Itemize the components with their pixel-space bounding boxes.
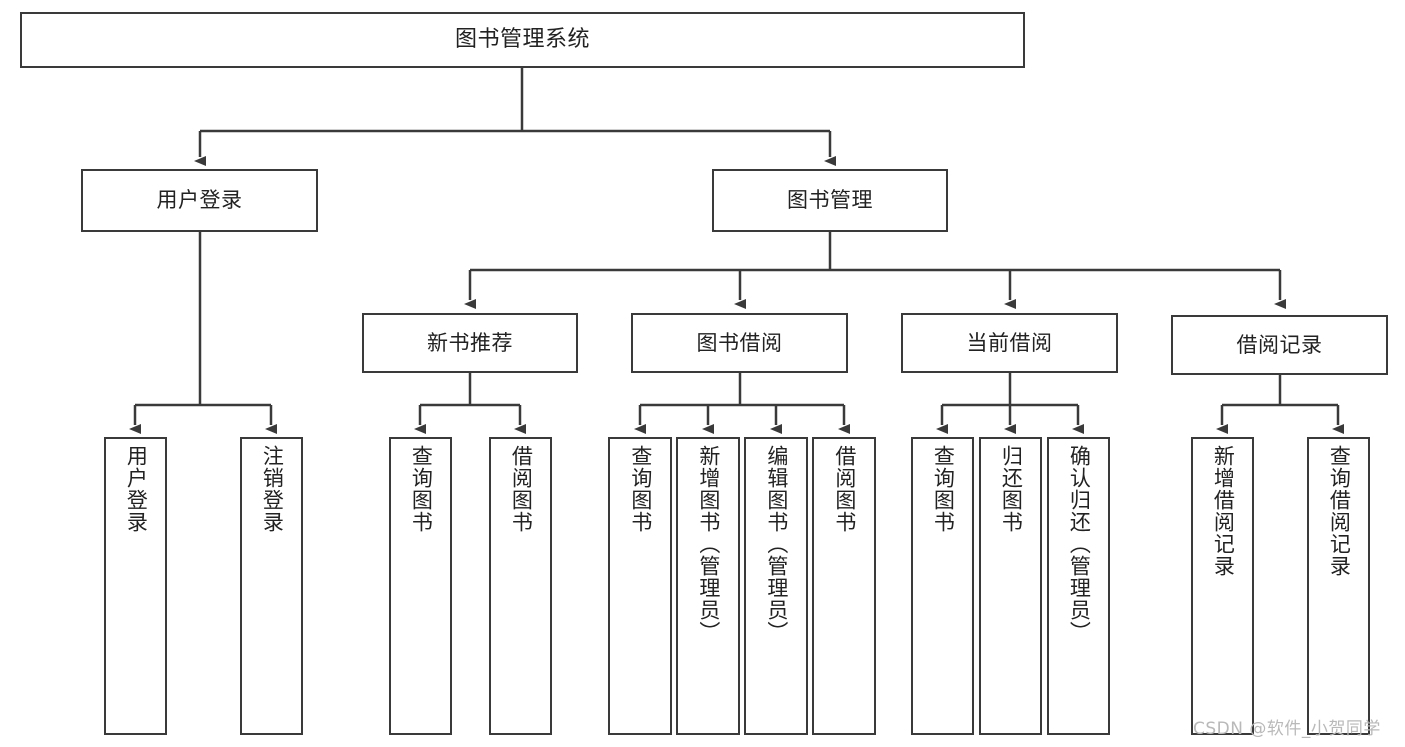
leaf-add-book[interactable]: 新增图书（管理员） [676,437,740,735]
leaf-edit-book-label: 编辑图书（管理员） [764,445,789,643]
leaf-query-book-recommend-label: 查询图书 [409,445,434,533]
leaf-add-borrow-record-label: 新增借阅记录 [1211,445,1236,577]
leaf-user-login-label: 用户登录 [124,445,149,533]
leaf-confirm-return[interactable]: 确认归还（管理员） [1047,437,1110,735]
node-new-book-recommend[interactable]: 新书推荐 [362,313,578,373]
node-book-manage[interactable]: 图书管理 [712,169,948,232]
leaf-logout[interactable]: 注销登录 [240,437,303,735]
leaf-query-book-borrow[interactable]: 查询图书 [608,437,672,735]
leaf-return-book-label: 归还图书 [999,445,1024,533]
csdn-watermark: CSDN @软件_小贺同学 [1193,719,1381,739]
leaf-borrow-book[interactable]: 借阅图书 [812,437,876,735]
node-borrow-record[interactable]: 借阅记录 [1171,315,1388,375]
leaf-query-book-recommend[interactable]: 查询图书 [389,437,452,735]
node-user-login[interactable]: 用户登录 [81,169,318,232]
leaf-query-book-current[interactable]: 查询图书 [911,437,974,735]
node-user-login-label: 用户登录 [156,188,243,213]
leaf-confirm-return-label: 确认归还（管理员） [1067,445,1092,643]
leaf-borrow-book-label: 借阅图书 [832,445,857,533]
node-current-borrow[interactable]: 当前借阅 [901,313,1118,373]
leaf-borrow-book-recommend-label: 借阅图书 [509,445,534,533]
node-new-book-recommend-label: 新书推荐 [427,330,513,355]
leaf-query-book-borrow-label: 查询图书 [628,445,653,533]
node-root-label: 图书管理系统 [454,27,590,53]
leaf-add-book-label: 新增图书（管理员） [696,445,721,643]
node-current-borrow-label: 当前借阅 [966,330,1053,355]
node-borrow-record-label: 借阅记录 [1236,332,1323,357]
node-book-borrow-label: 图书借阅 [696,330,783,355]
leaf-user-login[interactable]: 用户登录 [104,437,167,735]
leaf-return-book[interactable]: 归还图书 [979,437,1042,735]
leaf-query-book-current-label: 查询图书 [931,445,956,533]
leaf-edit-book[interactable]: 编辑图书（管理员） [744,437,808,735]
leaf-add-borrow-record[interactable]: 新增借阅记录 [1191,437,1254,735]
leaf-logout-label: 注销登录 [260,445,285,533]
leaf-borrow-book-recommend[interactable]: 借阅图书 [489,437,552,735]
node-root[interactable]: 图书管理系统 [20,12,1025,68]
node-book-borrow[interactable]: 图书借阅 [631,313,848,373]
leaf-query-borrow-record[interactable]: 查询借阅记录 [1307,437,1370,735]
node-book-manage-label: 图书管理 [787,188,873,213]
leaf-query-borrow-record-label: 查询借阅记录 [1327,445,1352,577]
